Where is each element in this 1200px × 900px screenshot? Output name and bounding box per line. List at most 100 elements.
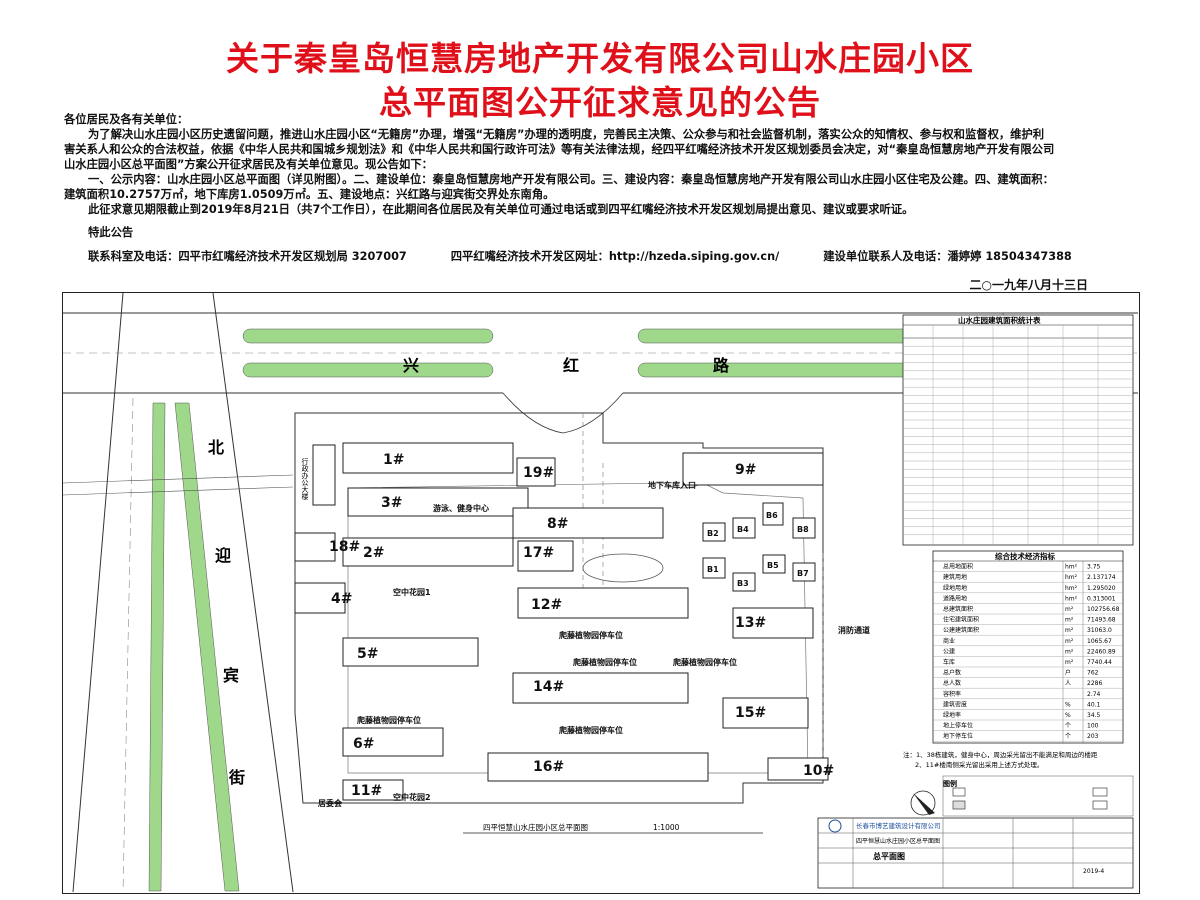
building-b6	[762, 502, 784, 526]
road-north-char-2: 红	[563, 356, 579, 375]
paragraph-1-line-2: 害关系人和公众的合法权益，依据《中华人民共和国城乡规划法》和《中华人民共和国行政…	[64, 143, 1055, 156]
office-building	[312, 444, 336, 506]
label-b4: B4	[737, 525, 749, 534]
tech-row-value: 100	[1087, 723, 1099, 730]
building-b3	[732, 572, 756, 592]
tech-row-value: 34.5	[1087, 712, 1101, 719]
notes-line-1: 注：1、38栋建筑，健身中心，周边采光留出不能满足和周边的楼距	[903, 750, 1098, 759]
parking-label-2: 爬藤植物园停车位	[572, 657, 637, 667]
tech-row-name: 总建筑面积	[943, 605, 973, 613]
tech-row-unit: 户	[1065, 669, 1071, 677]
label-13: 13#	[735, 615, 766, 631]
area-statistics-table	[902, 314, 1134, 546]
stats-table-title: 山水庄园建筑面积统计表	[958, 315, 1041, 325]
tech-row-value: 22460.89	[1087, 648, 1116, 655]
road-north-char-1: 兴	[403, 356, 419, 375]
label-2: 2#	[363, 545, 384, 561]
notice-title-line2: 总平面图公开征求意见的公告	[379, 83, 821, 122]
paragraph-2-line-1: 一、公示内容：山水庄园小区总平面图（详见附图）。二、建设单位：秦皇岛恒慧房地产开…	[88, 173, 1054, 186]
road-north	[63, 312, 1138, 434]
tech-table-title: 综合技术经济指标	[995, 551, 1055, 561]
tech-row-name: 绿地率	[943, 711, 961, 719]
drawing-scale: 1:1000	[653, 823, 680, 832]
building-18	[294, 532, 336, 562]
tech-row-unit: m²	[1065, 659, 1074, 666]
building-b8	[792, 517, 816, 539]
label-4: 4#	[331, 591, 352, 607]
tech-row-name: 建筑用地	[943, 573, 967, 581]
community-label: 居委会	[318, 798, 342, 808]
tech-row-unit: %	[1065, 701, 1071, 708]
label-17: 17#	[523, 545, 554, 561]
parking-label-1: 爬藤植物园停车位	[558, 630, 623, 640]
building-12	[517, 587, 689, 619]
contact-line: 联系科室及电话：四平市红嘴经济技术开发区规划局 3207007 四平红嘴经济技术…	[88, 249, 1112, 264]
building-10	[767, 757, 829, 781]
tech-row-name: 总用地面积	[943, 563, 973, 571]
label-19: 19#	[523, 465, 554, 481]
garden-2-label: 空中花园2	[393, 792, 431, 802]
contact-developer: 建设单位联系人及电话：潘婷婷 18504347388	[823, 250, 1072, 263]
label-b7: B7	[797, 569, 809, 578]
tech-row-value: 2.74	[1087, 691, 1101, 698]
tech-row-value: 102756.68	[1087, 606, 1120, 613]
label-5: 5#	[357, 646, 378, 662]
tech-row-value: 71493.68	[1087, 617, 1116, 624]
fire-road-label: 消防通道	[838, 625, 870, 635]
label-18: 18#	[329, 539, 360, 555]
label-11: 11#	[351, 783, 382, 799]
garage-label: 地下车库入口	[648, 480, 696, 490]
building-1	[342, 442, 514, 474]
tech-row-unit: hm²	[1065, 574, 1078, 581]
salutation: 各位居民及各有关单位：	[64, 113, 189, 126]
project-name: 四平恒慧山水庄园小区总平面图	[856, 837, 940, 845]
central-pond	[582, 553, 664, 583]
label-16: 16#	[533, 759, 564, 775]
label-6: 6#	[353, 736, 374, 752]
paragraph-3: 此征求意见期限截止到2019年8月21日（共7个工作日），在此期间各位居民及有关…	[88, 203, 914, 216]
design-date: 2019-4	[1083, 868, 1104, 875]
paragraph-2-line-2: 建筑面积10.2757万㎡，地下库房1.0509万㎡。五、建设地点：兴红路与迎宾…	[64, 188, 555, 201]
building-b4	[732, 517, 756, 539]
tech-row-unit: %	[1065, 712, 1071, 719]
tech-row-name: 公建建筑面积	[943, 626, 979, 634]
tech-row-value: 2.137174	[1087, 574, 1116, 581]
tech-row-unit: 个	[1065, 723, 1071, 730]
road-west-char-2: 迎	[215, 546, 231, 565]
tech-row-value: 203	[1087, 733, 1099, 740]
label-3: 3#	[381, 495, 402, 511]
building-6	[342, 727, 444, 757]
building-b1	[702, 557, 726, 579]
tech-row-name: 公建	[943, 647, 955, 655]
building-9	[682, 452, 824, 486]
building-11	[342, 779, 404, 801]
site-plan-drawing: 兴 红 路 北 迎 宾 街	[62, 292, 1140, 894]
parking-label-4: 爬藤植物园停车位	[356, 715, 421, 725]
tech-row-name: 容积率	[943, 690, 961, 698]
tech-row-name: 总人数	[943, 679, 961, 687]
road-north-char-3: 路	[713, 356, 730, 375]
road-west-char-4: 街	[228, 768, 245, 787]
building-b7	[792, 562, 816, 582]
notice-title-line1: 关于秦皇岛恒慧房地产开发有限公司山水庄园小区	[226, 39, 974, 78]
parking-label-5: 爬藤植物园停车位	[558, 725, 623, 735]
building-b2	[702, 522, 726, 542]
tech-row-value: 40.1	[1087, 701, 1101, 708]
title-block	[817, 817, 1134, 889]
tech-row-unit: m²	[1065, 627, 1074, 634]
contact-office: 联系科室及电话：四平市红嘴经济技术开发区规划局 3207007	[88, 250, 407, 263]
tech-row-name: 建筑密度	[943, 700, 967, 708]
tech-row-unit: m²	[1065, 617, 1074, 624]
label-b8: B8	[797, 525, 809, 534]
legend	[942, 775, 1134, 817]
design-company: 长春市博艺建筑设计有限公司	[856, 821, 941, 830]
road-west-char-1: 北	[208, 438, 224, 457]
building-5	[342, 637, 479, 667]
site-boundary	[294, 412, 824, 804]
contact-website[interactable]: 四平红嘴经济技术开发区网址：http://hzeda.siping.gov.cn…	[450, 250, 780, 263]
building-b5	[762, 554, 786, 574]
label-1: 1#	[383, 452, 404, 468]
drawing-title: 四平恒慧山水庄园小区总平面图	[483, 822, 588, 832]
building-2	[342, 537, 514, 567]
tech-row-unit: 个	[1065, 733, 1071, 740]
